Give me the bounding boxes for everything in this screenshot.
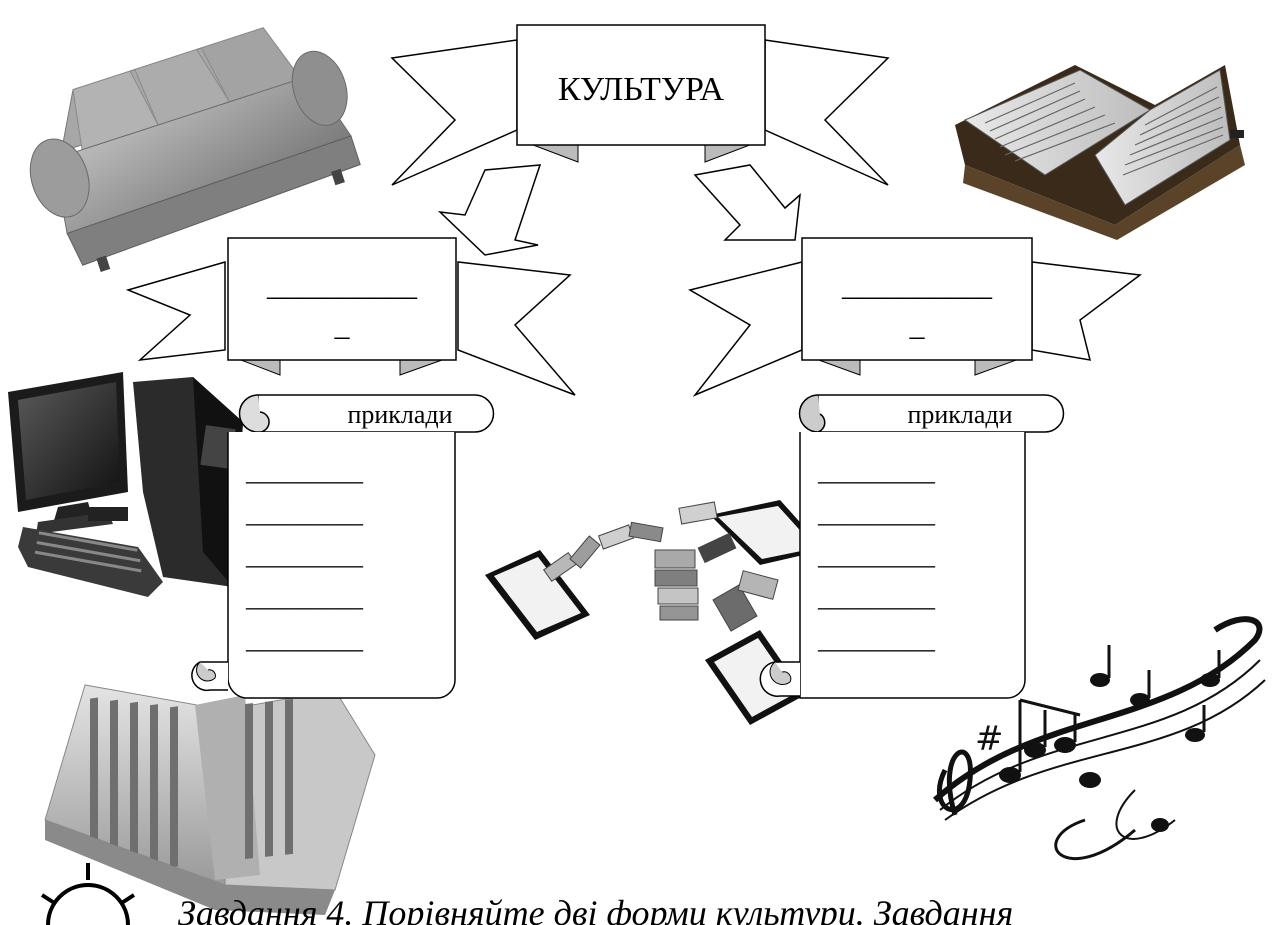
left-branch-banner: __________ _ [125, 237, 576, 396]
left-scroll-line: _________ [245, 499, 364, 528]
right-scroll-heading: приклади [907, 400, 1012, 429]
left-scroll-line: _________ [245, 541, 364, 570]
music-notes-icon: # [932, 616, 1266, 861]
right-branch-blank-tail: _ [909, 309, 926, 342]
computer-icon [8, 372, 243, 597]
right-arrow [693, 164, 801, 241]
right-branch-blank: __________ [841, 269, 993, 302]
left-arrow [437, 164, 542, 256]
sofa-icon [29, 27, 361, 272]
right-scroll: приклади _________ _________ _________ _… [759, 394, 1065, 699]
svg-text:#: # [975, 719, 1004, 759]
left-scroll: приклади _________ _________ _________ _… [191, 394, 495, 699]
left-scroll-line: _________ [245, 625, 364, 654]
left-branch-blank-tail: _ [334, 309, 351, 342]
right-scroll-line: _________ [817, 625, 936, 654]
title-text: КУЛЬТУРА [558, 71, 725, 108]
left-scroll-line: _________ [245, 583, 364, 612]
right-scroll-line: _________ [817, 499, 936, 528]
right-scroll-line: _________ [817, 457, 936, 486]
right-branch-banner: __________ _ [688, 237, 1142, 397]
right-scroll-line: _________ [817, 541, 936, 570]
right-scroll-line: _________ [817, 583, 936, 612]
left-scroll-line: _________ [245, 457, 364, 486]
open-book-icon [955, 65, 1245, 240]
apartment-building-icon [44, 684, 376, 915]
tablet-books-icon [485, 500, 825, 725]
left-branch-blank: __________ [266, 269, 418, 302]
sun-icon [40, 863, 136, 925]
title-banner: КУЛЬТУРА [390, 24, 890, 186]
left-scroll-heading: приклади [347, 400, 452, 429]
task-caption: Завдання 4. Порівняйте дві форми культур… [178, 893, 1014, 925]
